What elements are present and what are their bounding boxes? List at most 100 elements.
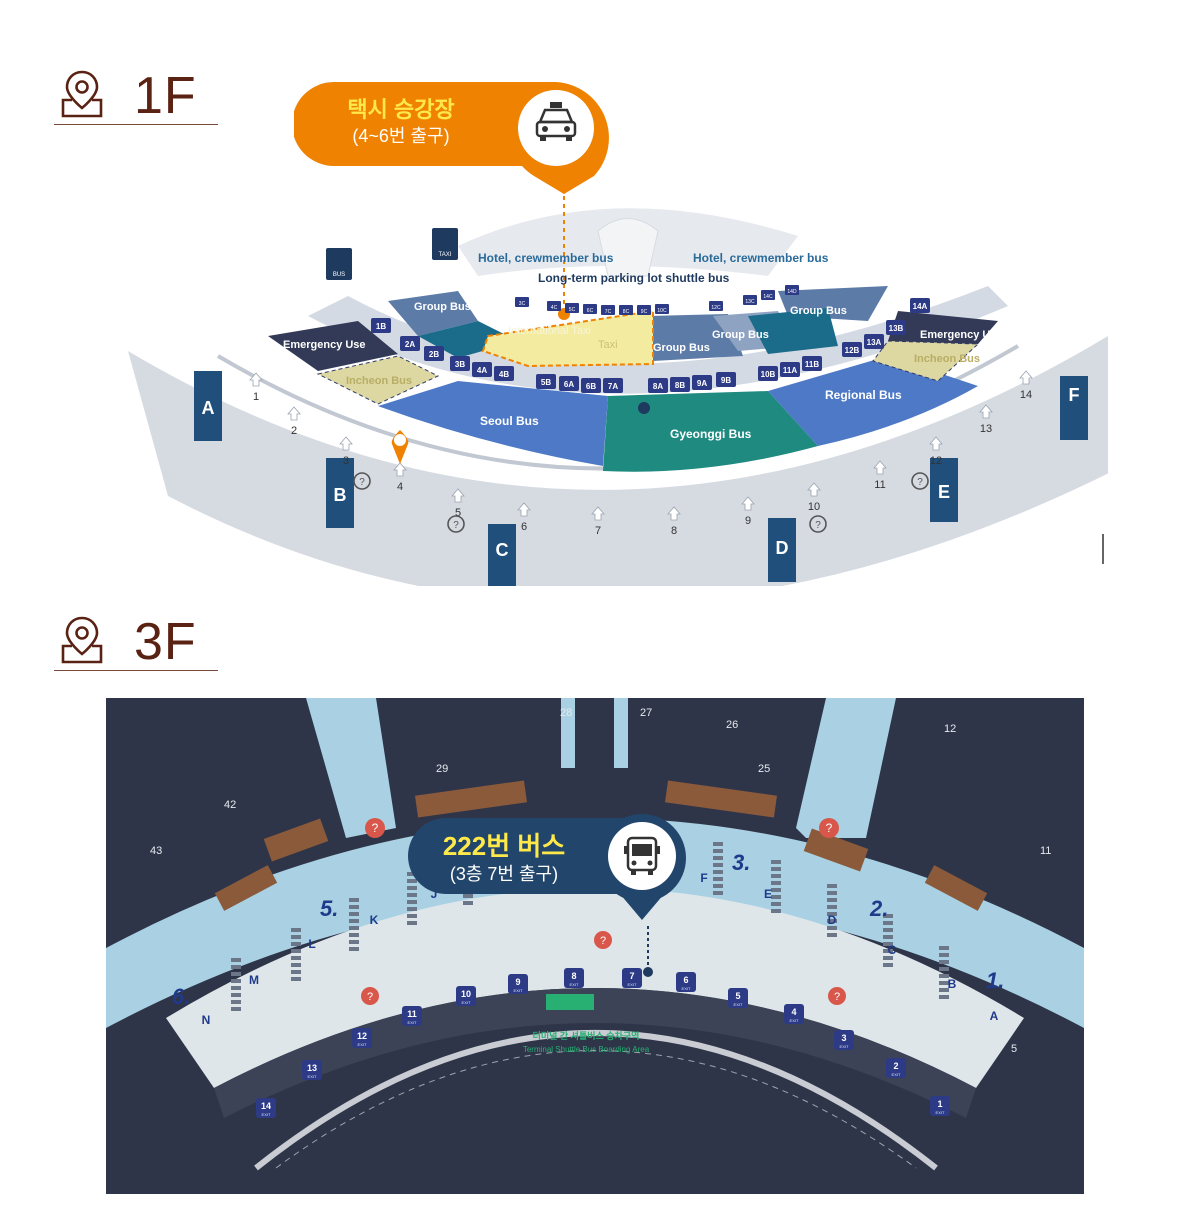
svg-text:EXIT: EXIT	[936, 1110, 945, 1115]
bus-stop-sign: 2A	[400, 336, 420, 351]
map-label: Seoul Bus	[480, 414, 539, 428]
svg-text:9C: 9C	[641, 309, 648, 315]
svg-text:9: 9	[745, 515, 751, 527]
svg-text:?: ?	[826, 821, 833, 835]
counter-column	[713, 842, 723, 895]
svg-text:7: 7	[629, 971, 634, 981]
floor-label: 3F	[134, 613, 197, 671]
counter-column	[939, 946, 949, 999]
taxi-stand-callout: 택시 승강장 (4~6번 출구)	[294, 76, 612, 194]
counter-column	[231, 958, 241, 1011]
location-pin-icon	[61, 70, 103, 118]
svg-text:?: ?	[834, 991, 840, 1003]
map-label: Long-term parking lot shuttle bus	[538, 271, 730, 285]
svg-text:EXIT: EXIT	[734, 1002, 743, 1007]
callout-subtitle: (3층 7번 출구)	[449, 864, 559, 884]
exit-marker: 1	[249, 372, 263, 403]
small-stop-sign: 3C	[515, 297, 529, 307]
svg-text:11: 11	[874, 479, 885, 491]
exit-marker: 7	[591, 506, 605, 537]
info-icon: ?	[594, 931, 612, 949]
section-number: 3.	[732, 850, 750, 875]
concourse-floor	[128, 336, 1123, 604]
help-icon: ?	[809, 515, 827, 533]
exit-marker: 13	[979, 404, 993, 435]
floor-heading-1f: 1F	[54, 62, 218, 125]
help-icon: ?	[911, 472, 929, 490]
section-number: 5.	[320, 896, 338, 921]
map-1f-drawing: A B C D E F BUS TAXI Hotel, crewmember b…	[128, 196, 1123, 604]
svg-text:EXIT: EXIT	[408, 1020, 417, 1025]
exit-marker: 14	[1019, 370, 1033, 401]
small-stop-sign: 4C	[547, 301, 561, 311]
svg-text:14: 14	[1020, 389, 1032, 401]
svg-text:9: 9	[515, 977, 520, 987]
svg-text:?: ?	[453, 520, 459, 531]
svg-text:8A: 8A	[653, 382, 663, 391]
map-label: Emergency Use	[283, 339, 366, 351]
counter-column	[349, 898, 359, 951]
counter-column	[291, 928, 301, 981]
zone-label: C	[496, 540, 509, 560]
small-stop-sign: 5C	[565, 303, 579, 313]
shuttle-boarding-zone	[546, 994, 594, 1010]
regional-bus-zone	[768, 356, 978, 446]
small-stop-sign: 13C	[743, 295, 757, 305]
sign-label: BUS	[333, 272, 345, 278]
svg-text:8: 8	[671, 525, 677, 537]
exit-marker: 11	[873, 460, 887, 491]
bus-stop-sign: 8B	[670, 377, 690, 392]
floor-heading-3f: 3F	[54, 608, 218, 671]
svg-text:6B: 6B	[586, 382, 596, 391]
svg-text:7: 7	[595, 525, 601, 537]
svg-text:1: 1	[253, 391, 259, 403]
svg-text:4A: 4A	[477, 366, 487, 375]
svg-text:10C: 10C	[657, 308, 667, 314]
svg-text:8C: 8C	[623, 309, 630, 315]
bus-stop-sign: 8A	[648, 378, 668, 393]
gate-number: 27	[640, 707, 652, 719]
svg-text:?: ?	[372, 821, 379, 835]
svg-text:10: 10	[461, 989, 471, 999]
zone-label: A	[202, 398, 215, 418]
exit-marker: 4	[393, 462, 407, 493]
map-label: Incheon Bus	[346, 375, 412, 387]
svg-text:10B: 10B	[761, 370, 776, 379]
shuttle-label-ko: 터미널 간 셔틀버스 승차구역	[533, 1030, 640, 1041]
svg-text:EXIT: EXIT	[790, 1018, 799, 1023]
map-label: Regional Bus	[825, 388, 902, 402]
incheon-bus-zone-left	[316, 355, 440, 405]
svg-text:EXIT: EXIT	[628, 982, 637, 987]
svg-text:1B: 1B	[376, 322, 386, 331]
info-icon: ?	[819, 818, 839, 838]
exit-marker: 5	[451, 488, 465, 519]
info-icon: ?	[361, 987, 379, 1005]
bus-sign-icon	[326, 248, 352, 280]
svg-text:12: 12	[357, 1031, 367, 1041]
gate-number: 28	[560, 707, 572, 719]
group-bus-zone-1	[388, 291, 478, 336]
svg-text:12C: 12C	[711, 305, 721, 311]
svg-text:EXIT: EXIT	[514, 988, 523, 993]
svg-text:?: ?	[367, 991, 373, 1003]
map-label: Group Bus	[414, 301, 471, 313]
info-icon: ?	[365, 818, 385, 838]
svg-text:10: 10	[808, 501, 820, 513]
floor-label: 1F	[134, 67, 197, 125]
counter-column	[883, 914, 893, 967]
emergency-zone-right	[888, 311, 998, 344]
map-label: Gyeonggi Bus	[670, 427, 752, 441]
map-label: Group Bus	[712, 329, 769, 341]
svg-text:EXIT: EXIT	[892, 1072, 901, 1077]
zone-label: E	[938, 482, 950, 502]
small-stop-sign: 8C	[619, 305, 633, 315]
svg-text:6: 6	[683, 975, 688, 985]
gate-number: 12	[944, 723, 956, 735]
bus-stop-sign: 11B	[802, 356, 822, 371]
